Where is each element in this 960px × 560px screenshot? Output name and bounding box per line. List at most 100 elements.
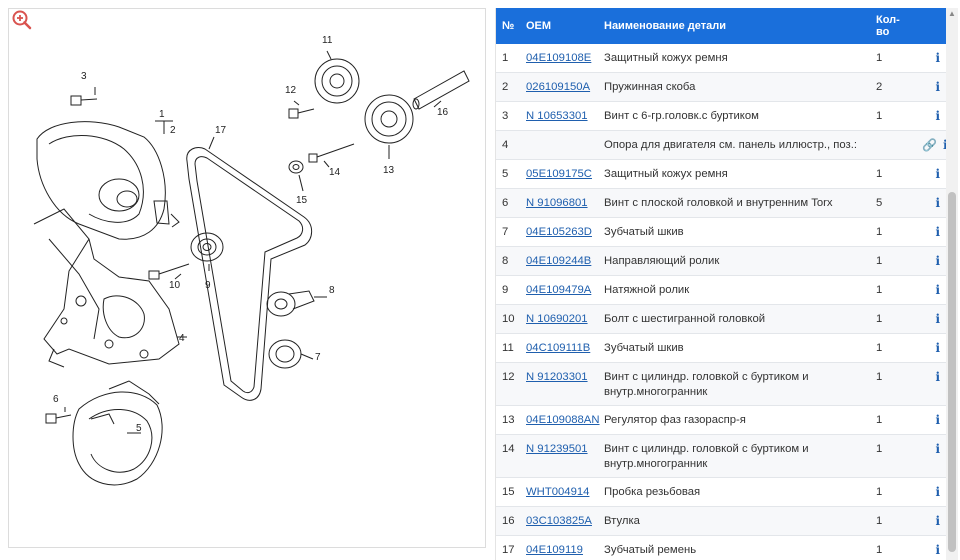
- row-qty: 1: [870, 434, 916, 478]
- row-actions: i: [916, 188, 946, 218]
- row-qty: 1: [870, 506, 916, 536]
- oem-link[interactable]: 026109150A: [526, 81, 591, 93]
- row-qty: 1: [870, 333, 916, 363]
- callout-10: 10: [169, 280, 181, 291]
- info-icon[interactable]: i: [935, 225, 940, 239]
- info-icon[interactable]: i: [935, 543, 940, 557]
- row-part-name: Защитный кожух ремня: [598, 44, 870, 73]
- row-actions: i: [916, 535, 946, 560]
- row-oem: 04C109111B: [520, 333, 598, 363]
- callout-16: 16: [437, 107, 449, 118]
- table-row[interactable]: 10 N 10690201 Болт с шестигранной головкой…: [496, 304, 946, 334]
- row-actions: i: [916, 101, 946, 131]
- row-actions: i: [916, 434, 946, 478]
- callout-5: 5: [136, 423, 142, 434]
- table-header-row: № OEM Наименование детали Кол-во: [496, 8, 946, 44]
- oem-link[interactable]: 05E109175C: [526, 168, 592, 180]
- row-actions: i: [916, 44, 946, 73]
- info-icon[interactable]: i: [935, 485, 940, 499]
- row-num: 8: [496, 246, 520, 276]
- row-part-name: Опора для двигателя см. панель иллюстр.,…: [598, 130, 870, 160]
- row-oem: 05E109175C: [520, 159, 598, 189]
- row-qty: 1: [870, 101, 916, 131]
- row-qty: 1: [870, 405, 916, 435]
- callout-9: 9: [205, 280, 211, 291]
- oem-link[interactable]: 04E109088AN: [526, 414, 600, 426]
- info-icon[interactable]: i: [935, 167, 940, 181]
- row-qty: 1: [870, 304, 916, 334]
- row-part-name: Пружинная скоба: [598, 72, 870, 102]
- info-icon[interactable]: i: [935, 341, 940, 355]
- oem-link[interactable]: N 91239501: [526, 443, 588, 455]
- oem-link[interactable]: N 91203301: [526, 371, 588, 383]
- info-icon[interactable]: i: [943, 138, 946, 152]
- oem-link[interactable]: 04E109119: [526, 544, 583, 556]
- info-icon[interactable]: i: [935, 196, 940, 210]
- parts-table: № OEM Наименование детали Кол-во 1 04E109…: [496, 8, 946, 560]
- header-actions: [916, 8, 946, 44]
- row-qty: 1: [870, 159, 916, 189]
- info-icon[interactable]: i: [935, 413, 940, 427]
- oem-link[interactable]: N 10653301: [526, 110, 588, 122]
- oem-link[interactable]: WHT004914: [526, 486, 590, 498]
- info-icon[interactable]: i: [935, 254, 940, 268]
- row-num: 16: [496, 506, 520, 536]
- row-num: 1: [496, 44, 520, 73]
- row-oem: 03C103825A: [520, 506, 598, 536]
- row-num: 14: [496, 434, 520, 478]
- callout-8: 8: [329, 285, 335, 296]
- row-part-name: Винт с 6-гр.головк.с буртиком: [598, 101, 870, 131]
- info-icon[interactable]: i: [935, 370, 940, 384]
- row-qty: 2: [870, 72, 916, 102]
- zoom-in-icon[interactable]: [11, 9, 33, 31]
- row-actions: i: [916, 246, 946, 276]
- link-icon[interactable]: 🔗: [922, 138, 937, 152]
- scroll-thumb[interactable]: [948, 192, 956, 552]
- oem-link[interactable]: N 91096801: [526, 197, 588, 209]
- row-qty: 1: [870, 535, 916, 560]
- oem-link[interactable]: 04E109108E: [526, 52, 592, 64]
- oem-link[interactable]: 04C109111B: [526, 342, 591, 354]
- info-icon[interactable]: i: [935, 514, 940, 528]
- row-actions: 🔗i: [916, 130, 946, 160]
- info-icon[interactable]: i: [935, 109, 940, 123]
- oem-link[interactable]: 04E109479A: [526, 284, 592, 296]
- row-part-name: Направляющий ролик: [598, 246, 870, 276]
- info-icon[interactable]: i: [935, 312, 940, 326]
- oem-link[interactable]: 04E105263D: [526, 226, 592, 238]
- oem-link[interactable]: 03C103825A: [526, 515, 592, 527]
- row-qty: 1: [870, 246, 916, 276]
- oem-link[interactable]: 04E109244B: [526, 255, 592, 267]
- info-icon[interactable]: i: [935, 80, 940, 94]
- row-part-name: Регулятор фаз газораспр-я: [598, 405, 870, 435]
- oem-link[interactable]: N 10690201: [526, 313, 588, 325]
- scroll-up-arrow-icon[interactable]: ▲: [948, 9, 956, 18]
- row-num: 10: [496, 304, 520, 334]
- parts-table-panel: № OEM Наименование детали Кол-во 1 04E109…: [495, 8, 946, 560]
- info-icon[interactable]: i: [935, 283, 940, 297]
- row-part-name: Болт с шестигранной головкой: [598, 304, 870, 334]
- table-scrollbar[interactable]: ▲: [946, 8, 958, 560]
- row-qty: 1: [870, 362, 916, 406]
- info-icon[interactable]: i: [935, 442, 940, 456]
- row-part-name: Винт с цилиндр. головкой с буртиком и вн…: [598, 434, 870, 478]
- diagram-panel[interactable]: 1 2 3 4 5 6 7 8 9 10 11 12 13 14 15 16 1…: [8, 8, 486, 548]
- info-icon[interactable]: i: [935, 51, 940, 65]
- row-qty: [870, 130, 916, 160]
- table-row[interactable]: 14 N 91239501 Винт с цилиндр. головкой с б…: [496, 434, 946, 478]
